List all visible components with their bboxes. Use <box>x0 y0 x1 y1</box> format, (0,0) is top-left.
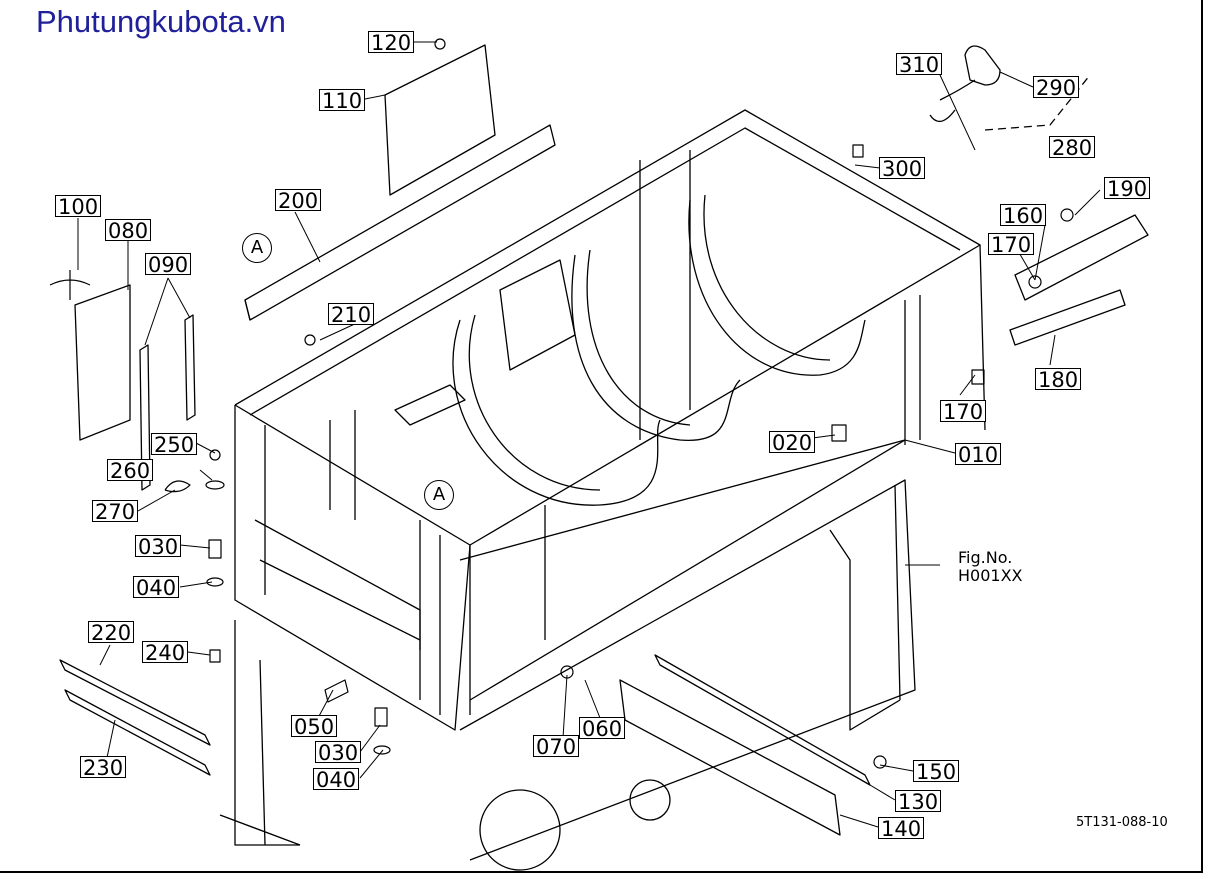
bracket-160 <box>1009 214 1149 346</box>
leader-lines <box>77 41 1101 828</box>
callout-090[interactable]: 090 <box>145 253 192 276</box>
callout-100[interactable]: 100 <box>55 195 102 218</box>
callout-290[interactable]: 290 <box>1033 76 1080 99</box>
side-panel-080 <box>74 284 131 441</box>
rail-230 <box>64 689 211 776</box>
callout-270[interactable]: 270 <box>92 500 139 523</box>
callout-280[interactable]: 280 <box>1049 136 1096 159</box>
lamp-290 <box>929 45 1001 122</box>
callout-170-upper[interactable]: 170 <box>988 233 1035 256</box>
callout-130[interactable]: 130 <box>895 790 942 813</box>
callout-300[interactable]: 300 <box>879 157 926 180</box>
callout-180[interactable]: 180 <box>1035 368 1082 391</box>
rail-220 <box>59 659 211 746</box>
strip-200 <box>244 124 556 321</box>
cover-140 <box>619 679 841 836</box>
callout-040-upper[interactable]: 040 <box>133 576 180 599</box>
callout-240[interactable]: 240 <box>142 641 189 664</box>
callout-030-lower[interactable]: 030 <box>315 741 362 764</box>
callout-150[interactable]: 150 <box>913 760 960 783</box>
strips-090 <box>139 314 196 491</box>
callout-040-lower[interactable]: 040 <box>313 768 360 791</box>
fasteners <box>49 38 1074 769</box>
callout-010[interactable]: 010 <box>955 443 1002 466</box>
callout-060[interactable]: 060 <box>579 717 626 740</box>
site-watermark: Phutungkubota.vn <box>36 4 286 39</box>
callout-030-upper[interactable]: 030 <box>135 535 182 558</box>
trough-curves <box>394 194 866 506</box>
view-marker-a-top: A <box>242 233 272 263</box>
callout-110[interactable]: 110 <box>319 89 366 112</box>
callout-210[interactable]: 210 <box>328 303 375 326</box>
callout-070[interactable]: 070 <box>533 735 580 758</box>
callout-190[interactable]: 190 <box>1104 177 1151 200</box>
callout-120[interactable]: 120 <box>368 31 415 54</box>
lower-frame-h001xx <box>459 479 916 871</box>
callout-230[interactable]: 230 <box>80 756 127 779</box>
callout-250[interactable]: 250 <box>151 433 198 456</box>
callout-050[interactable]: 050 <box>291 715 338 738</box>
callout-310[interactable]: 310 <box>896 53 943 76</box>
callout-020[interactable]: 020 <box>769 431 816 454</box>
callout-170-lower[interactable]: 170 <box>940 400 987 423</box>
drawing-number: 5T131-088-10 <box>1076 815 1168 830</box>
figure-label: Fig.No. <box>958 548 1013 567</box>
callout-220[interactable]: 220 <box>88 621 135 644</box>
figure-ref[interactable]: Fig.No. H001XX <box>958 549 1023 585</box>
callout-140[interactable]: 140 <box>878 817 925 840</box>
main-frame-010 <box>234 109 986 731</box>
callout-260[interactable]: 260 <box>107 459 154 482</box>
figure-number: H001XX <box>958 566 1023 585</box>
cover-plate-110 <box>384 44 496 196</box>
callout-160[interactable]: 160 <box>1000 204 1047 227</box>
lower-left-frame <box>219 620 301 846</box>
view-marker-a-middle: A <box>424 480 454 510</box>
callout-200[interactable]: 200 <box>275 189 322 212</box>
callout-080[interactable]: 080 <box>105 219 152 242</box>
